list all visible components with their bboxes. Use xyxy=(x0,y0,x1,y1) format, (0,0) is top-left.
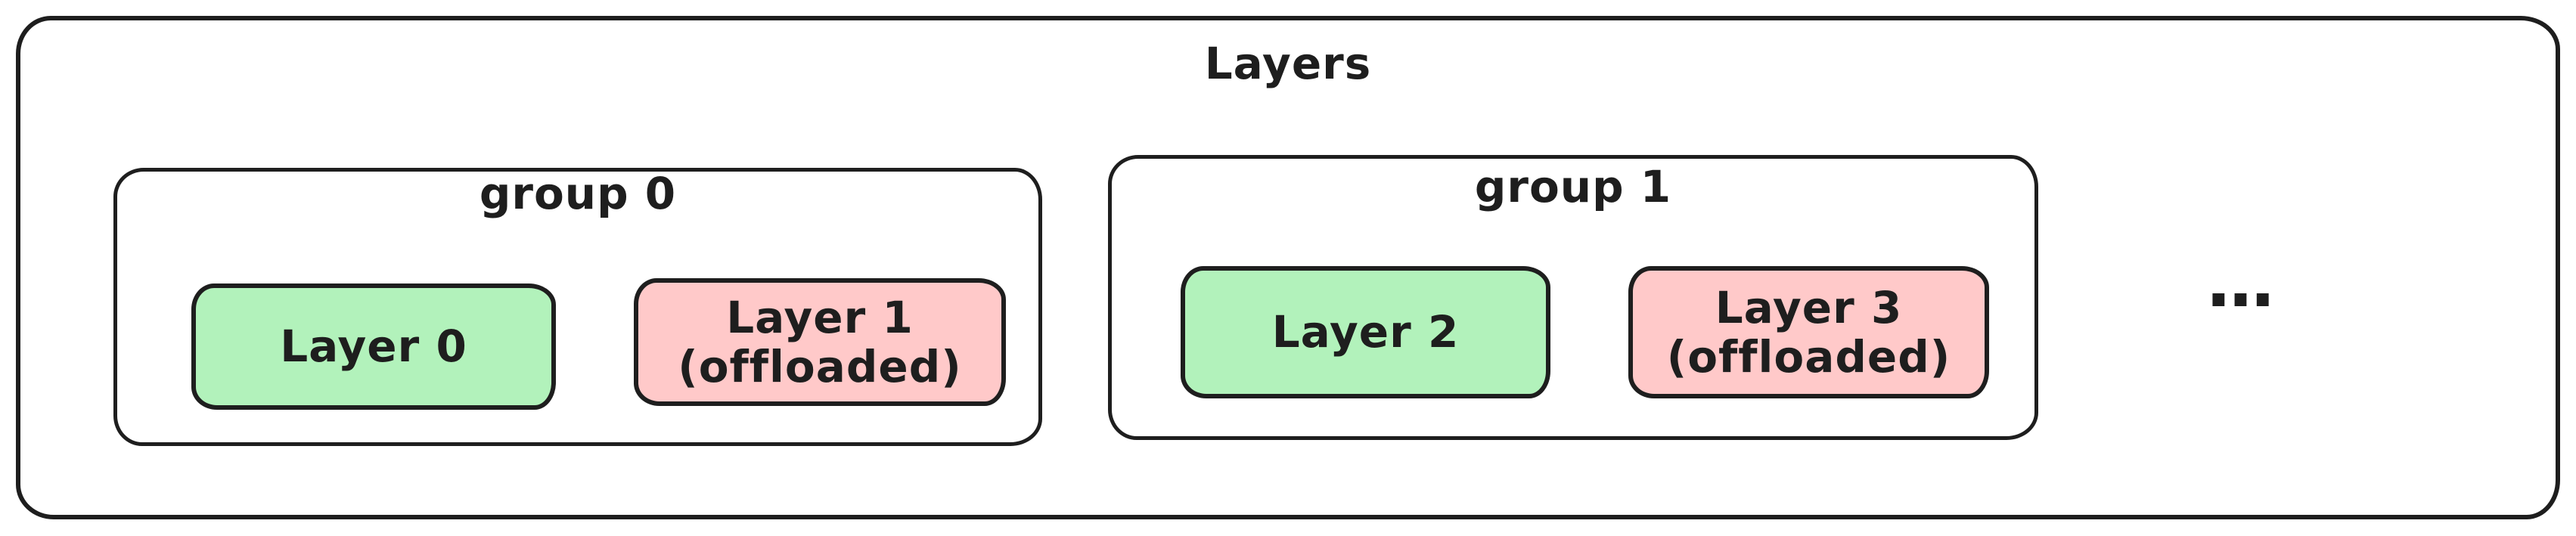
layer-3-box: Layer 3 (offloaded) xyxy=(1628,266,1989,398)
layers-title: Layers xyxy=(1204,38,1372,89)
layer-2-box: Layer 2 xyxy=(1181,266,1550,398)
group-1-label: group 1 xyxy=(1474,161,1672,212)
layers-container-box: Layers group 0 Layer 0 Layer 1 (offloade… xyxy=(16,16,2560,519)
group-0-label: group 0 xyxy=(479,168,677,219)
layer-2-label: Layer 2 xyxy=(1271,306,1460,358)
group-1-box: group 1 Layer 2 Layer 3 (offloaded) xyxy=(1108,155,2038,440)
more-groups-ellipsis: ... xyxy=(2205,243,2276,323)
group-0-box: group 0 Layer 0 Layer 1 (offloaded) xyxy=(113,168,1042,446)
layer-3-sublabel: (offloaded) xyxy=(1666,330,1951,383)
layer-1-sublabel: (offloaded) xyxy=(678,340,962,392)
layer-1-label: Layer 1 xyxy=(726,291,914,343)
layer-1-box: Layer 1 (offloaded) xyxy=(634,278,1006,406)
layer-3-label: Layer 3 xyxy=(1715,281,1903,333)
layer-0-box: Layer 0 xyxy=(191,283,556,410)
layer-0-label: Layer 0 xyxy=(280,321,467,373)
